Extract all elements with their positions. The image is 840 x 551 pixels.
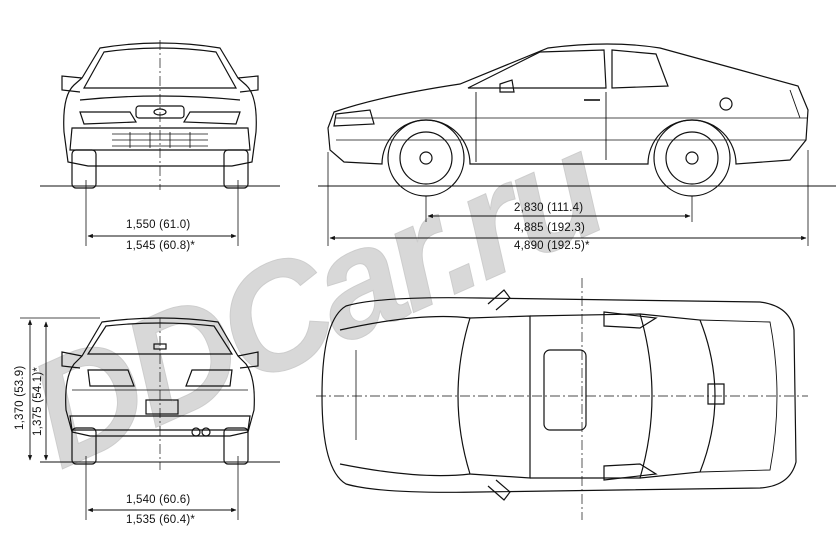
wheelbase-label: 2,830 (111.4) — [514, 202, 584, 214]
rear-track-label: 1,540 (60.6) — [126, 494, 191, 506]
overall-length-alt-label: 4,890 (192.5)* — [514, 240, 590, 252]
height-alt-label: 1,375 (54.1)* — [32, 366, 44, 436]
front-track-label: 1,550 (61.0) — [126, 219, 191, 231]
rear-track-alt-label: 1,535 (60.4)* — [126, 514, 196, 526]
top-view — [316, 278, 808, 520]
front-track-alt-label: 1,545 (60.8)* — [126, 240, 196, 252]
height-label: 1,370 (53.9) — [14, 365, 26, 430]
side-view — [318, 43, 836, 246]
front-view — [40, 40, 280, 246]
rear-view — [20, 317, 280, 520]
overall-length-label: 4,885 (192.3) — [514, 222, 586, 234]
